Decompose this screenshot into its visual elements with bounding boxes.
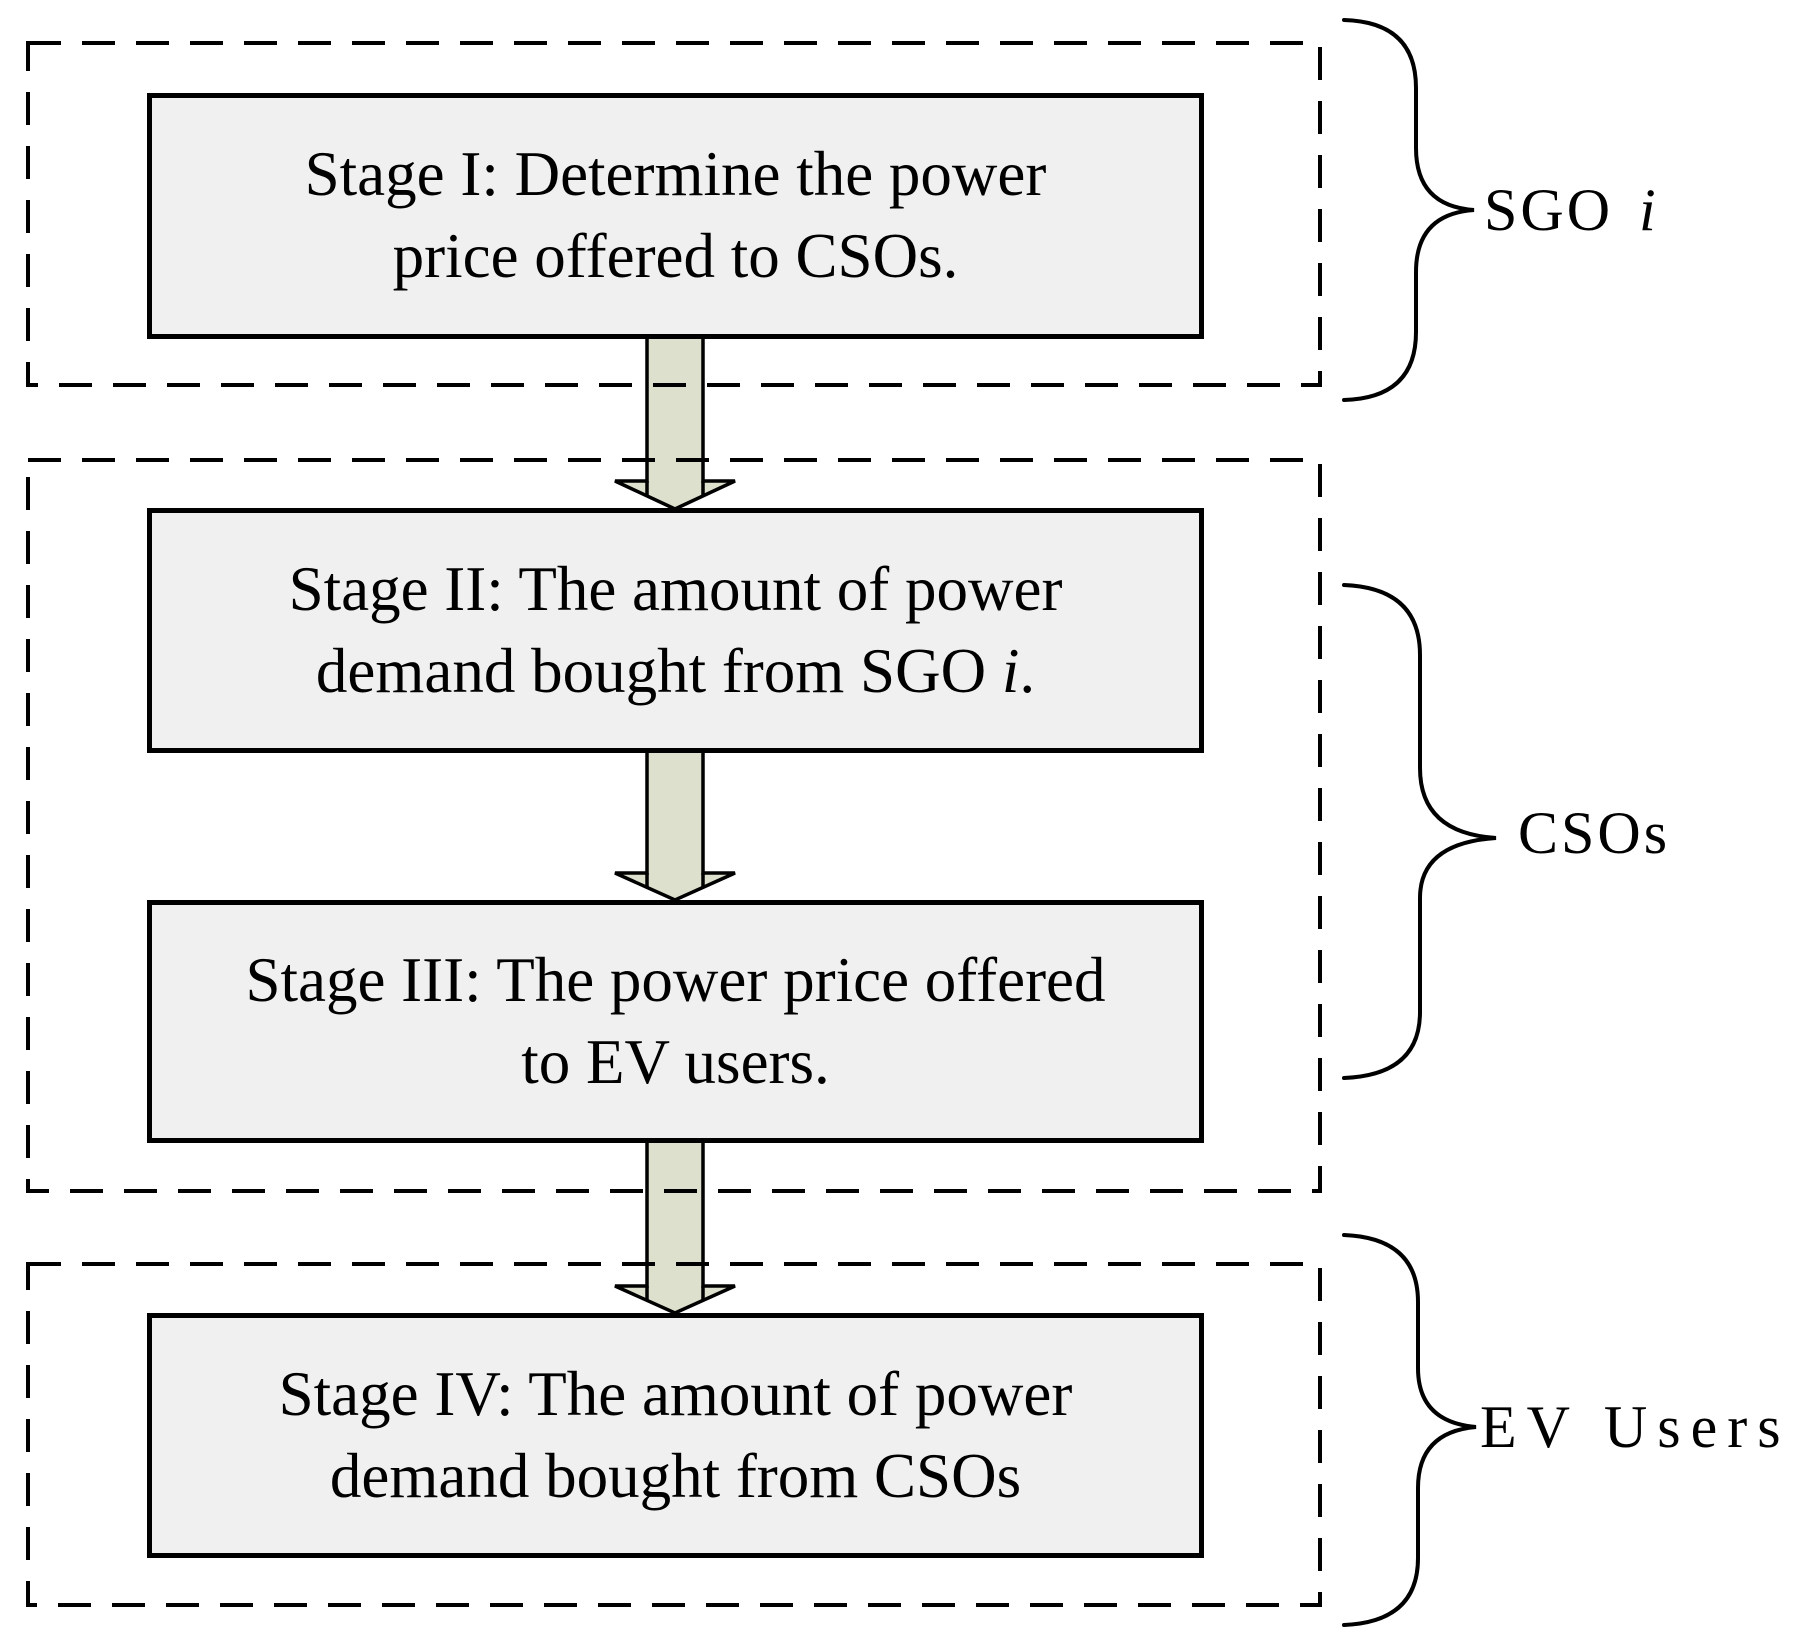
down-arrow-icon (614, 748, 736, 902)
ev-users-group-region (26, 1262, 1322, 1607)
stage-1-box: Stage I: Determine the power price offer… (147, 93, 1204, 339)
stage-1-line-2-text: price offered to CSOs. (392, 221, 959, 291)
ev-users-brace-icon (1342, 1233, 1477, 1627)
stage-2-line-2-text: demand bought from SGO (315, 635, 1002, 706)
down-arrow-icon (614, 1139, 736, 1315)
stage-2-box: Stage II: The amount of power demand bou… (147, 508, 1204, 753)
sgo-group-region (26, 41, 1322, 387)
stage-4-line-2: demand bought from CSOs (330, 1436, 1021, 1518)
csos-brace-icon (1342, 583, 1497, 1080)
stage-2-line-2: demand bought from SGO i. (316, 631, 1035, 713)
arrow-stage1-to-stage2 (614, 335, 736, 511)
stage-2-period: . (1019, 635, 1036, 706)
arrow-shaft-lines (645, 1286, 705, 1301)
down-arrow-icon (614, 335, 736, 511)
sgo-label-text: SGO (1484, 176, 1614, 243)
stage-1-line-1: Stage I: Determine the power (304, 139, 1047, 210)
stage-4-box: Stage IV: The amount of power demand bou… (147, 1313, 1204, 1558)
stage-2-line-1: Stage II: The amount of power (288, 553, 1063, 624)
arrow-shaft-lines (645, 481, 705, 496)
stage-4-line-1: Stage IV: The amount of power (278, 1358, 1073, 1429)
arrow-stage3-to-stage4 (614, 1139, 736, 1315)
stage-3-line-2: to EV users. (521, 1022, 830, 1104)
arrow-shaft-lines (645, 873, 705, 888)
csos-group-label: CSOs (1518, 799, 1671, 866)
ev-users-group-label: EV Users (1480, 1393, 1791, 1460)
stage-3-line-2-text: to EV users. (521, 1026, 830, 1097)
sgo-label-index-i: i (1639, 176, 1659, 243)
csos-group-region (26, 458, 1322, 1193)
sgo-brace-icon (1342, 18, 1475, 402)
stage-3-line-1: Stage III: The power price offered (245, 944, 1106, 1015)
stage-2-italic-i: i (1001, 635, 1020, 706)
sgo-group-label: SGO i (1484, 170, 1659, 250)
stage-4-line-2-text: demand bought from CSOs (329, 1440, 1022, 1511)
stage-1-line-2: price offered to CSOs. (393, 216, 959, 298)
arrow-stage2-to-stage3 (614, 748, 736, 902)
stage-3-box: Stage III: The power price offered to EV… (147, 900, 1204, 1143)
